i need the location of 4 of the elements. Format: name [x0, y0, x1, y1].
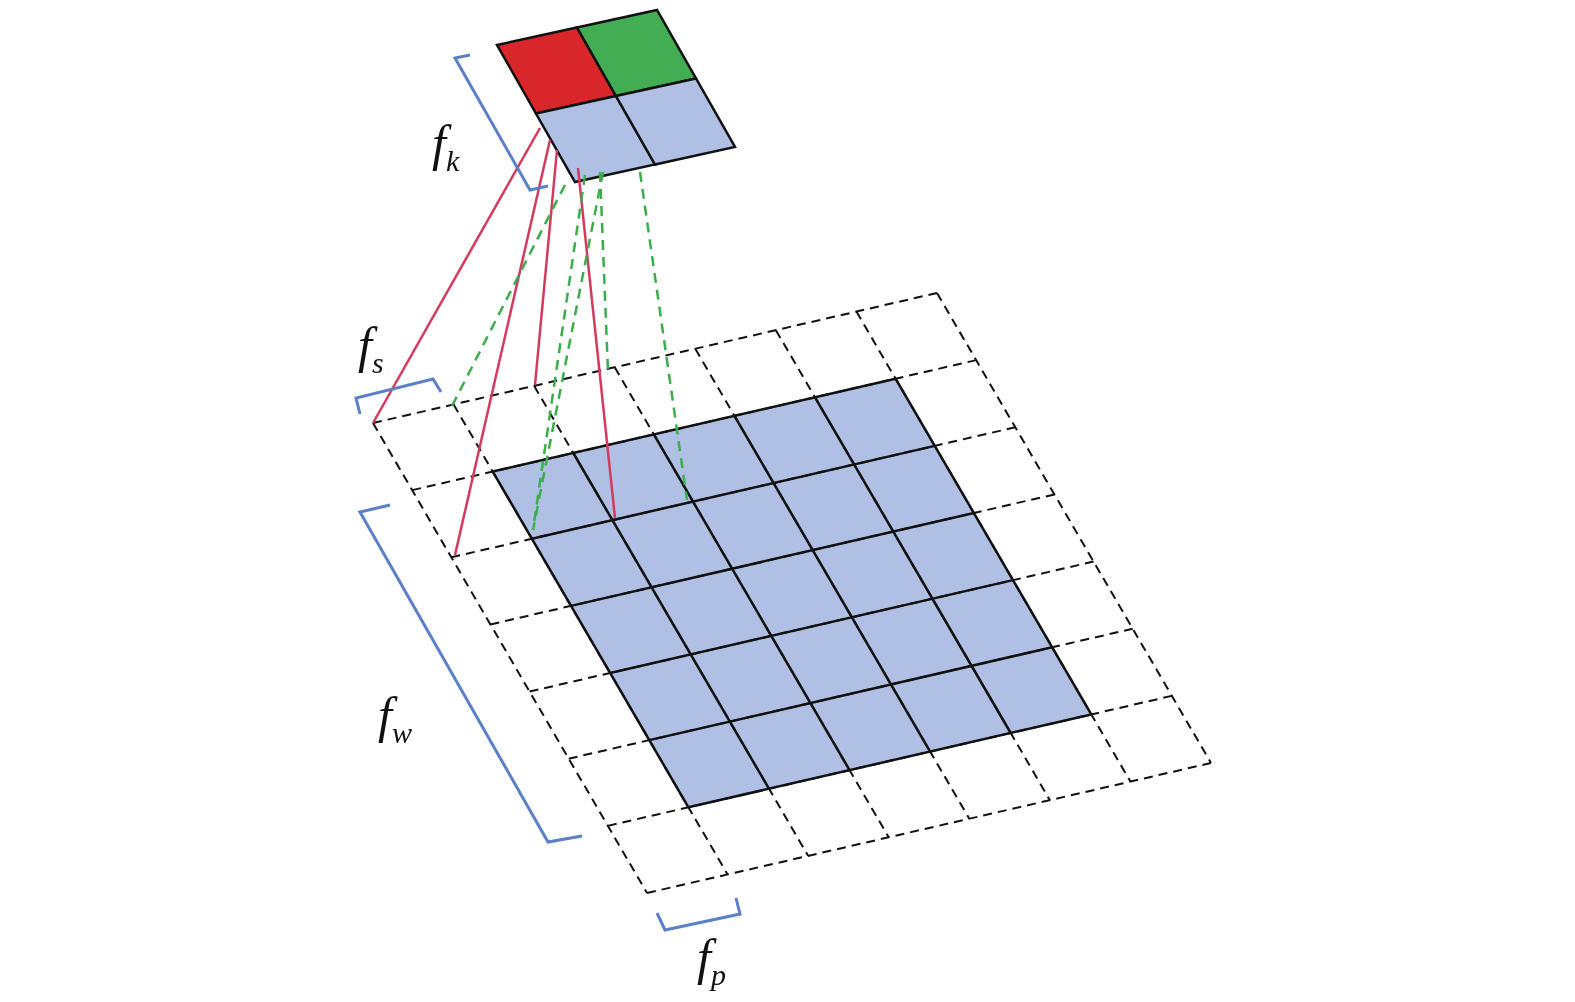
dimension-label: f$_{s}$: [358, 320, 384, 378]
dimension-label: f$_{k}$: [432, 118, 460, 176]
dimension-label: f$_{p}$: [697, 932, 726, 990]
dimension-label: f$_{w}$: [378, 690, 412, 748]
